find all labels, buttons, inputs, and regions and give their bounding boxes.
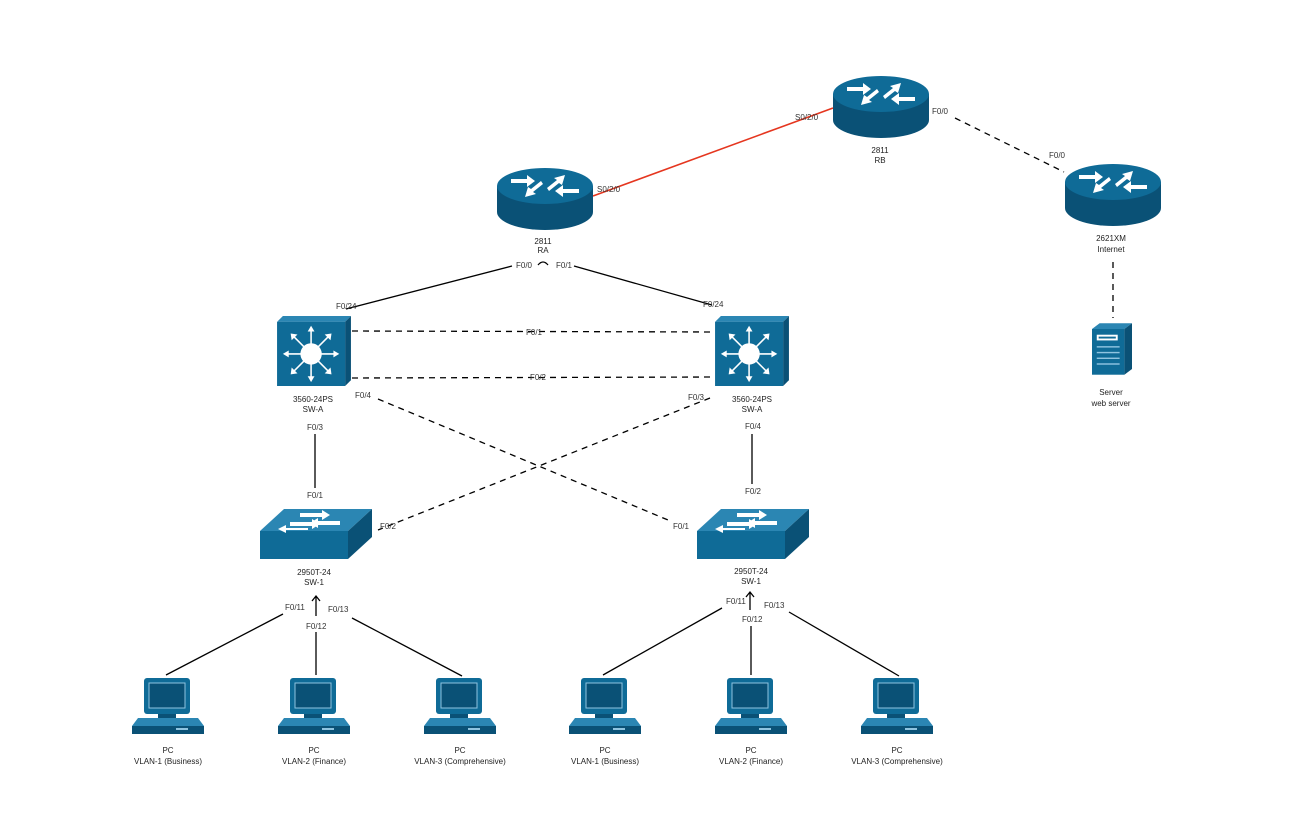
- pc-6-model: PC: [891, 746, 902, 755]
- pc-2[interactable]: PC VLAN-2 (Finance): [278, 677, 350, 766]
- port-sw1-right-f13: F0/13: [764, 601, 785, 610]
- port-rb-f0: F0/0: [932, 107, 949, 116]
- port-internet-f0: F0/0: [1049, 151, 1066, 160]
- link-sw1-right-pc3: [788, 611, 900, 677]
- sw1-right-model: 2950T-24: [734, 567, 768, 576]
- router-ra-name: RA: [537, 246, 549, 255]
- trunk-f2: [351, 376, 715, 379]
- port-swa-right-f3: F0/3: [688, 393, 705, 402]
- port-sw1-right-f1: F0/1: [673, 522, 690, 531]
- pc-icon: [278, 677, 350, 735]
- router-rb-model: 2811: [871, 146, 889, 155]
- port-sw1-left-f13: F0/13: [328, 605, 349, 614]
- serial-link-ra-rb: [592, 107, 834, 197]
- server-icon: [1092, 323, 1132, 375]
- pc-icon: [424, 677, 496, 735]
- swa-right-name: SW-A: [742, 405, 763, 414]
- port-ra-f1: F0/1: [556, 261, 573, 270]
- port-swa-left-f3: F0/3: [307, 423, 324, 432]
- pc-icon: [132, 677, 204, 735]
- port-sw1-left-f12: F0/12: [306, 622, 327, 631]
- router-ra[interactable]: 2811 RA: [497, 168, 593, 255]
- port-sw1-right-f2: F0/2: [745, 487, 762, 496]
- link-sw1-left-pc3: [351, 617, 463, 677]
- pc-icon: [569, 677, 641, 735]
- router-rb[interactable]: 2811 RB: [833, 76, 929, 165]
- link-sw1-right-uplink: [745, 590, 755, 610]
- link-ra-swa-right: [573, 265, 713, 306]
- pc-1-name: VLAN-1 (Business): [134, 757, 202, 766]
- access-switch-right[interactable]: 2950T-24 SW-1: [697, 509, 809, 586]
- trunk-f1: [351, 330, 715, 333]
- multilayer-switch-icon: [715, 316, 789, 386]
- pc-4-model: PC: [599, 746, 610, 755]
- router-internet-model: 2621XM: [1096, 234, 1126, 243]
- switch-icon: [697, 509, 809, 559]
- router-rb-name: RB: [874, 156, 885, 165]
- pc-icon: [861, 677, 933, 735]
- pc-3[interactable]: PC VLAN-3 (Comprehensive): [414, 677, 506, 766]
- pc-3-model: PC: [454, 746, 465, 755]
- links: [165, 107, 1114, 677]
- port-labels: S0/2/0 F0/0 F0/0 S0/2/0 F0/0 F0/1 F0/24 …: [285, 107, 1066, 631]
- server-model: Server: [1099, 388, 1123, 397]
- link-swa-left-sw1-right: [377, 398, 669, 521]
- port-trunk-f2: F0/2: [530, 373, 547, 382]
- link-sw1-left-uplink: [311, 594, 321, 616]
- port-sw1-right-f11: F0/11: [726, 597, 746, 606]
- multilayer-switch-left[interactable]: 3560-24PS SW-A: [277, 316, 351, 414]
- swa-left-name: SW-A: [303, 405, 324, 414]
- pc-5-name: VLAN-2 (Finance): [719, 757, 783, 766]
- port-ra-f0: F0/0: [516, 261, 533, 270]
- link-sw1-right-pc1: [602, 607, 723, 676]
- link-ra-stub: [537, 261, 549, 266]
- pc-1[interactable]: PC VLAN-1 (Business): [132, 677, 204, 766]
- router-icon: [497, 168, 593, 230]
- router-internet[interactable]: 2621XM Internet: [1065, 164, 1161, 254]
- pc-2-name: VLAN-2 (Finance): [282, 757, 346, 766]
- router-icon: [1065, 164, 1161, 226]
- pc-3-name: VLAN-3 (Comprehensive): [414, 757, 506, 766]
- port-rb-s0: S0/2/0: [795, 113, 819, 122]
- router-icon: [833, 76, 929, 138]
- link-rb-internet: [954, 117, 1065, 173]
- sw1-left-name: SW-1: [304, 578, 324, 587]
- link-swa-right-sw1-left: [377, 397, 711, 531]
- pc-6[interactable]: PC VLAN-3 (Comprehensive): [851, 677, 943, 766]
- pc-4[interactable]: PC VLAN-1 (Business): [569, 677, 641, 766]
- port-sw1-left-f11: F0/11: [285, 603, 305, 612]
- port-swa-left-f24: F0/24: [336, 302, 357, 311]
- port-swa-left-f4: F0/4: [355, 391, 372, 400]
- pc-5[interactable]: PC VLAN-2 (Finance): [715, 677, 787, 766]
- access-switch-left[interactable]: 2950T-24 SW-1: [260, 509, 372, 587]
- pc-1-model: PC: [162, 746, 173, 755]
- port-trunk-f1: F0/1: [526, 328, 543, 337]
- port-swa-right-f24: F0/24: [703, 300, 724, 309]
- port-sw1-left-f2: F0/2: [380, 522, 397, 531]
- sw1-left-model: 2950T-24: [297, 568, 331, 577]
- pc-2-model: PC: [308, 746, 319, 755]
- port-sw1-left-f1: F0/1: [307, 491, 324, 500]
- multilayer-switch-right[interactable]: 3560-24PS SW-A: [715, 316, 789, 414]
- router-ra-model: 2811: [534, 237, 552, 246]
- web-server[interactable]: Server web server: [1090, 323, 1132, 408]
- sw1-right-name: SW-1: [741, 577, 761, 586]
- router-internet-name: Internet: [1097, 245, 1125, 254]
- link-ra-swa-left: [345, 265, 513, 310]
- pc-4-name: VLAN-1 (Business): [571, 757, 639, 766]
- server-name: web server: [1090, 399, 1130, 408]
- link-sw1-left-pc1: [165, 613, 284, 676]
- port-swa-right-f4: F0/4: [745, 422, 762, 431]
- switch-icon: [260, 509, 372, 559]
- pc-6-name: VLAN-3 (Comprehensive): [851, 757, 943, 766]
- multilayer-switch-icon: [277, 316, 351, 386]
- port-ra-s0: S0/2/0: [597, 185, 621, 194]
- swa-right-model: 3560-24PS: [732, 395, 772, 404]
- port-sw1-right-f12: F0/12: [742, 615, 763, 624]
- pc-5-model: PC: [745, 746, 756, 755]
- pc-icon: [715, 677, 787, 735]
- swa-left-model: 3560-24PS: [293, 395, 333, 404]
